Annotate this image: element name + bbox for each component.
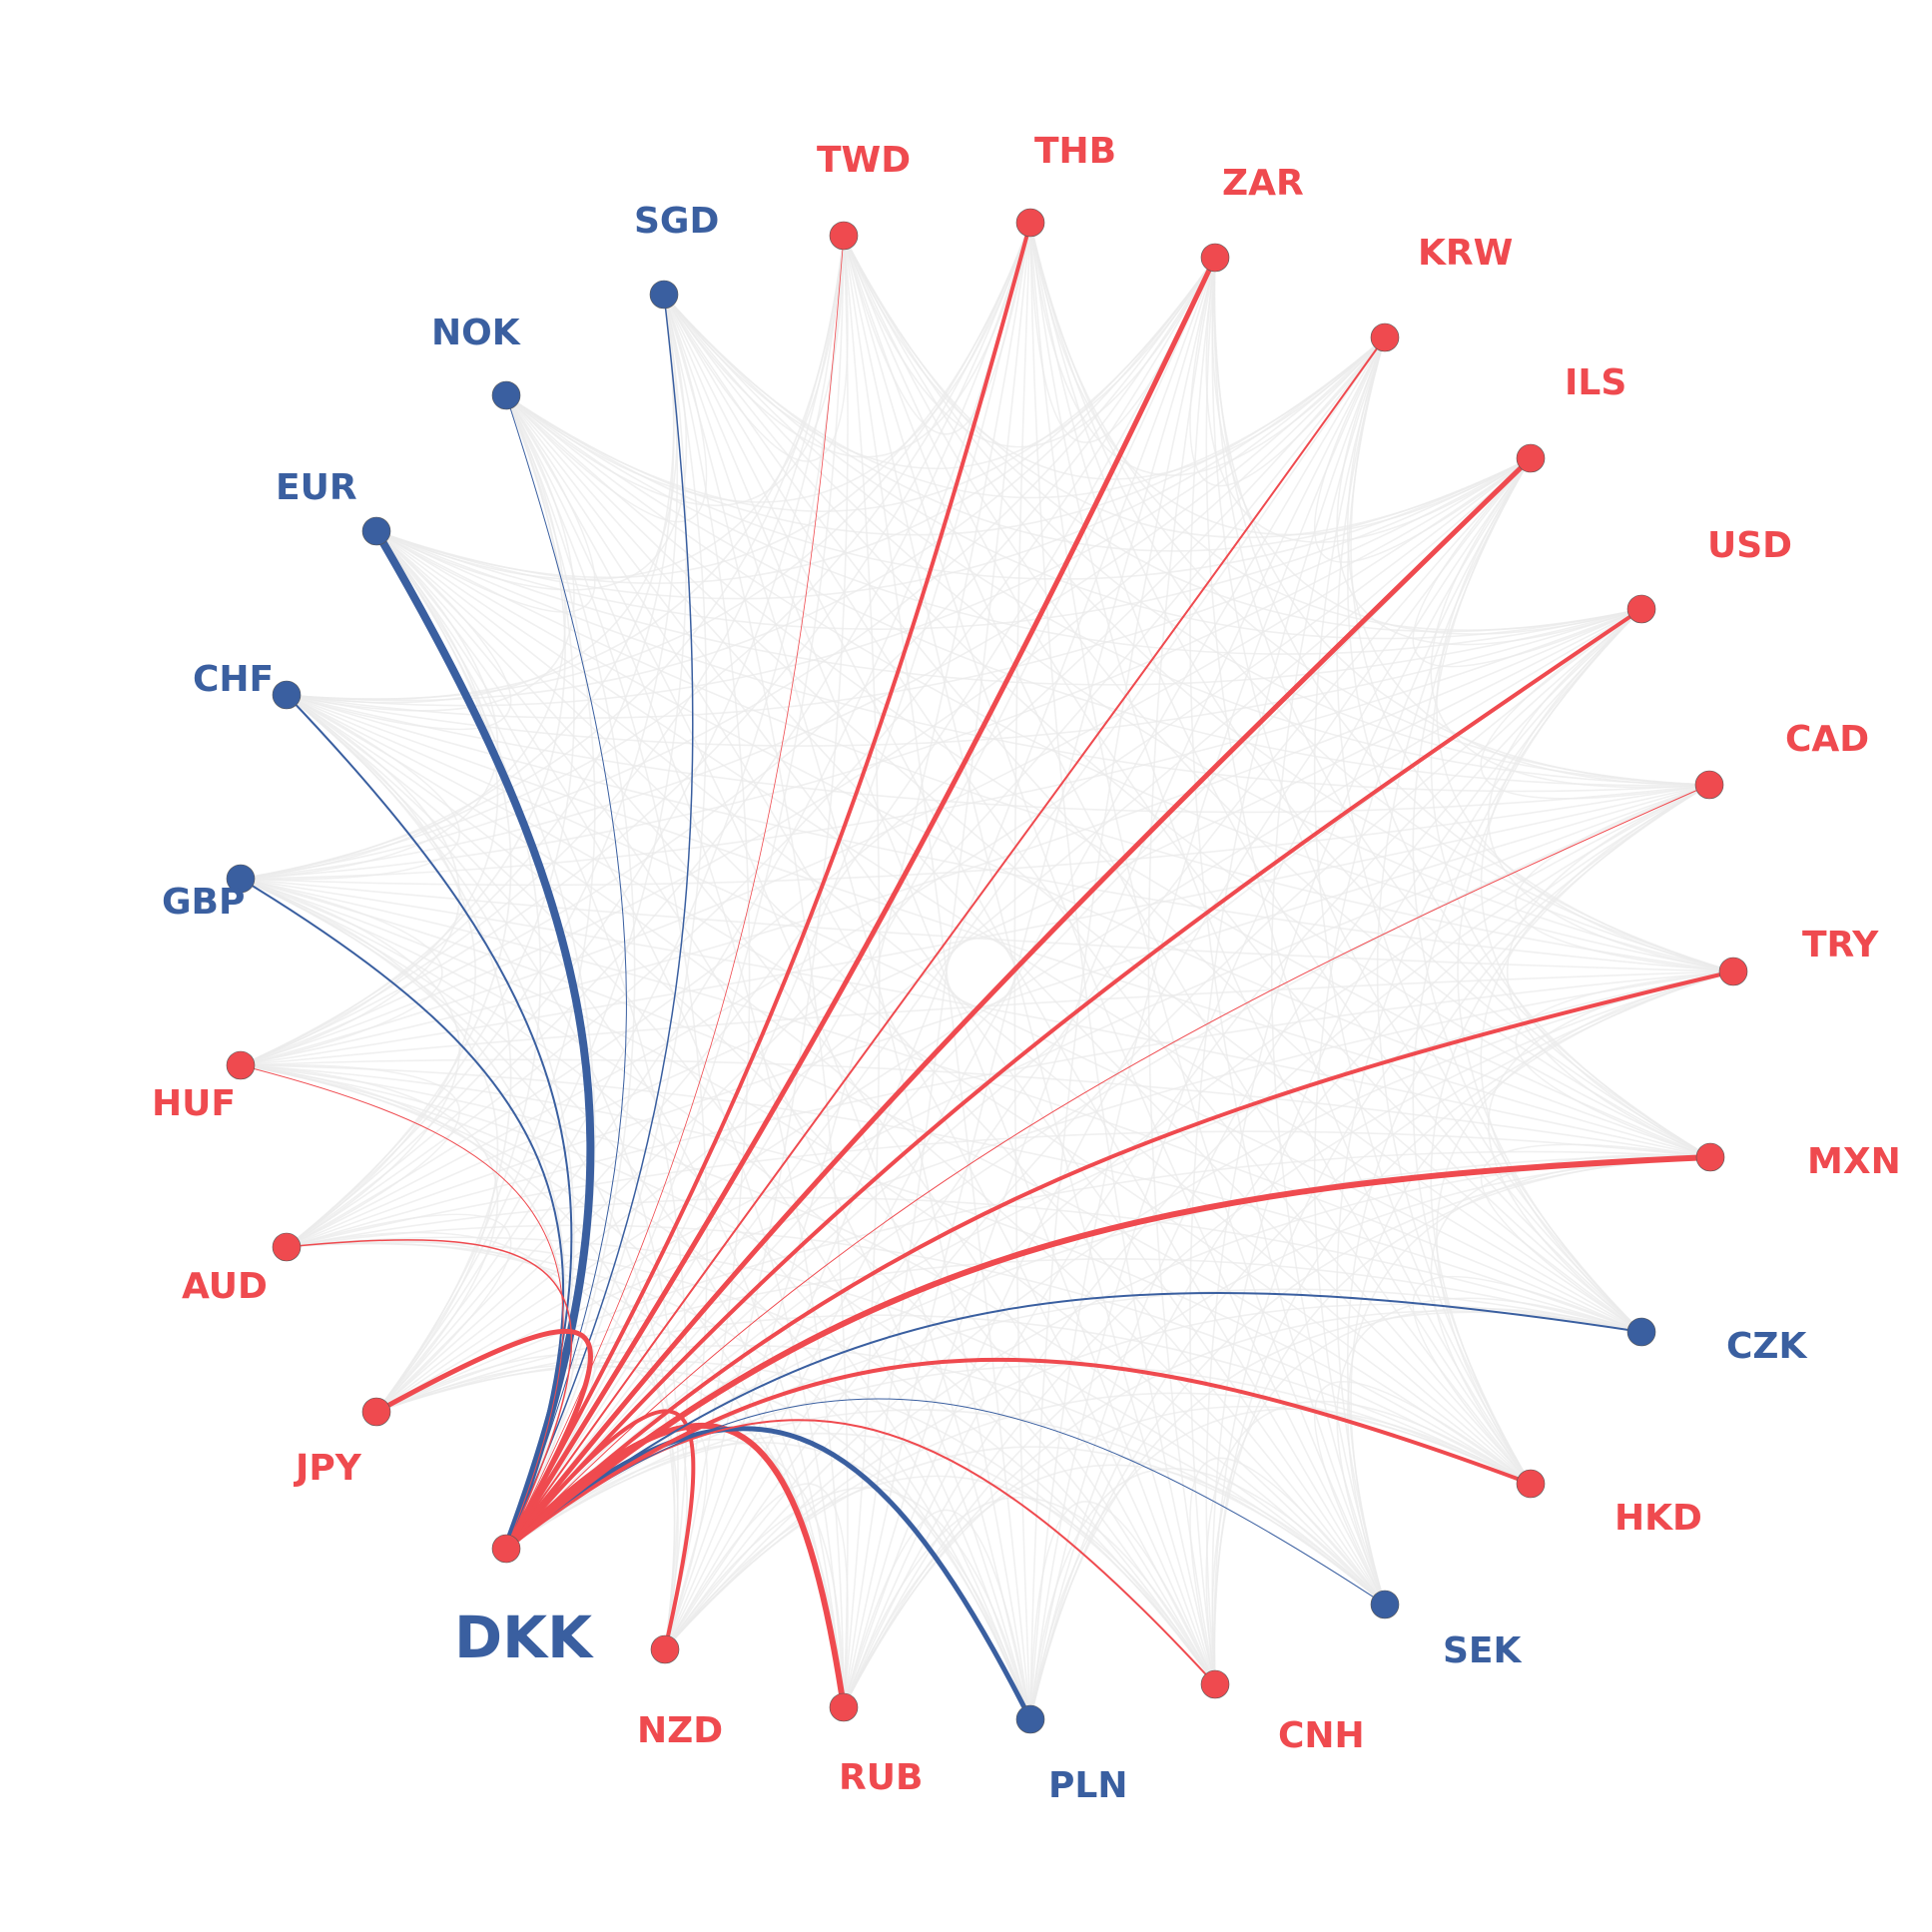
- edge-dkk-mxn: [503, 1154, 1713, 1552]
- edge-dkk-huf: [240, 1064, 564, 1550]
- edge-dkk-cad: [505, 784, 1710, 1550]
- label-mxn: MXN: [1807, 1141, 1901, 1182]
- label-gbp: GBP: [162, 882, 245, 923]
- node-chf[interactable]: [272, 680, 302, 710]
- label-hkd: HKD: [1614, 1498, 1702, 1539]
- label-rub: RUB: [839, 1757, 923, 1798]
- label-nok: NOK: [431, 313, 521, 353]
- node-thb[interactable]: [1015, 208, 1045, 238]
- edge-dkk-thb: [504, 221, 1032, 1551]
- label-thb: THB: [1034, 131, 1116, 172]
- edge-dkk-hkd: [504, 1357, 1533, 1551]
- label-krw: KRW: [1418, 233, 1513, 274]
- node-hkd[interactable]: [1516, 1469, 1546, 1499]
- edge-dkk-czk: [505, 1291, 1642, 1550]
- edge-dkk-aud: [286, 1239, 573, 1550]
- label-aud: AUD: [182, 1266, 268, 1307]
- edge-dkk-eur: [372, 527, 595, 1553]
- node-nzd[interactable]: [650, 1634, 680, 1664]
- edge-dkk-sek: [505, 1398, 1386, 1606]
- node-sek[interactable]: [1370, 1590, 1400, 1619]
- node-mxn[interactable]: [1695, 1142, 1725, 1172]
- node-cad[interactable]: [1694, 770, 1724, 800]
- label-pln: PLN: [1048, 1765, 1127, 1806]
- label-chf: CHF: [193, 659, 274, 700]
- node-huf[interactable]: [226, 1050, 256, 1080]
- node-cnh[interactable]: [1200, 1669, 1230, 1699]
- label-zar: ZAR: [1222, 163, 1304, 204]
- label-ils: ILS: [1565, 362, 1626, 403]
- node-czk[interactable]: [1626, 1317, 1656, 1347]
- node-sgd[interactable]: [649, 280, 679, 310]
- node-twd[interactable]: [829, 221, 859, 251]
- label-sek: SEK: [1443, 1630, 1523, 1671]
- focus-edges: [240, 221, 1735, 1722]
- label-dkk: DKK: [454, 1604, 594, 1671]
- edge-dkk-pln: [503, 1426, 1033, 1722]
- edge-dkk-ils: [503, 455, 1534, 1552]
- node-zar[interactable]: [1200, 243, 1230, 273]
- edge-dkk-krw: [505, 336, 1386, 1550]
- node-pln[interactable]: [1015, 1704, 1045, 1734]
- edge-dkk-twd: [505, 235, 845, 1550]
- label-try: TRY: [1802, 925, 1879, 966]
- nodes: [226, 208, 1748, 1734]
- node-gbp[interactable]: [226, 864, 256, 894]
- node-jpy[interactable]: [361, 1397, 391, 1427]
- edge-dkk-gbp: [240, 878, 565, 1550]
- node-ils[interactable]: [1516, 443, 1546, 473]
- node-aud[interactable]: [272, 1232, 302, 1262]
- edge-dkk-try: [504, 969, 1735, 1551]
- edge-dkk-sgd: [505, 294, 694, 1550]
- node-krw[interactable]: [1370, 322, 1400, 352]
- node-rub[interactable]: [829, 1692, 859, 1722]
- label-cad: CAD: [1785, 719, 1869, 760]
- label-cnh: CNH: [1278, 1715, 1365, 1756]
- background-edges: [240, 222, 1734, 1720]
- label-nzd: NZD: [637, 1710, 723, 1751]
- label-eur: EUR: [276, 467, 357, 508]
- edge-dkk-usd: [504, 607, 1643, 1551]
- node-labels: DKK NZD RUB PLN CNH SEK HKD CZK MXN TRY CAD USD ILS K…: [152, 131, 1901, 1806]
- label-usd: USD: [1707, 525, 1792, 566]
- label-huf: HUF: [152, 1083, 236, 1124]
- node-eur[interactable]: [361, 516, 391, 546]
- label-twd: TWD: [817, 140, 911, 181]
- label-jpy: JPY: [293, 1448, 362, 1489]
- edge-dkk-jpy: [373, 1328, 593, 1552]
- node-usd[interactable]: [1626, 594, 1656, 624]
- edge-dkk-zar: [503, 255, 1218, 1552]
- label-czk: CZK: [1726, 1326, 1808, 1367]
- node-try[interactable]: [1718, 957, 1748, 986]
- label-sgd: SGD: [634, 201, 719, 242]
- node-dkk[interactable]: [491, 1534, 521, 1564]
- node-nok[interactable]: [491, 380, 521, 410]
